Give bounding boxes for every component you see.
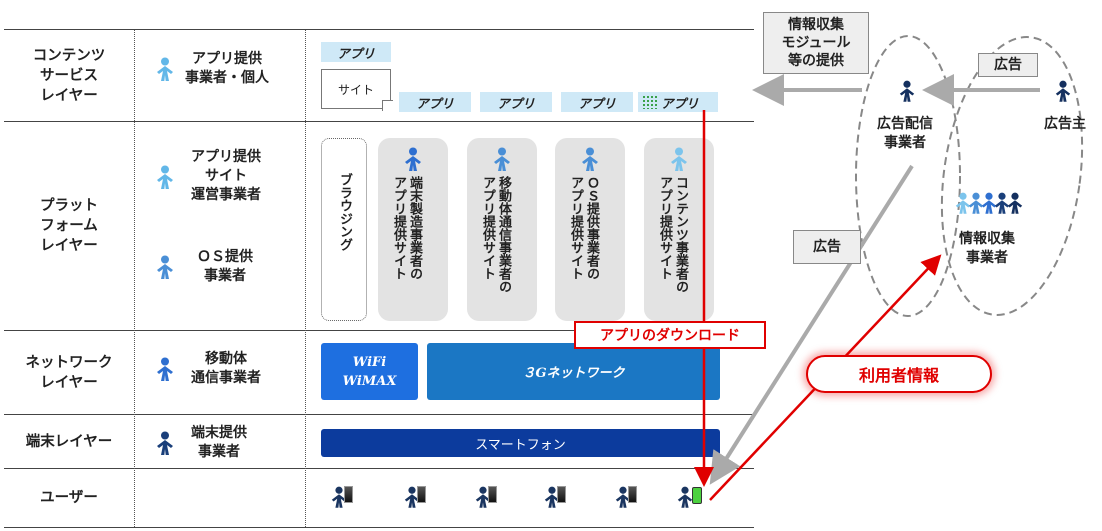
info-collector-label: 情報収集 事業者	[959, 231, 1015, 266]
wifi-wimax-box: WiFi WiMAX	[321, 343, 418, 400]
user-3	[474, 486, 497, 512]
user-info-label: 利用者情報	[806, 355, 992, 393]
user-5	[614, 486, 637, 512]
app-label-3: アプリ	[561, 92, 633, 112]
grid-top-line	[4, 29, 754, 30]
layer-label-network: ネットワーク レイヤー	[25, 354, 113, 391]
grid-line-2	[4, 330, 754, 331]
divider-dotted-2	[305, 30, 306, 527]
grid-bottom-line	[4, 527, 754, 528]
app-download-label: アプリのダウンロード	[574, 321, 766, 349]
person-icon	[898, 80, 916, 102]
phone-icon	[488, 486, 497, 503]
grid-line-4	[4, 468, 754, 469]
person-icon	[155, 165, 175, 189]
app-site-column-1	[378, 138, 448, 321]
ad-label-top: 広告	[978, 53, 1038, 77]
phone-icon	[692, 487, 702, 504]
layer-label-user: ユーザー	[40, 490, 98, 506]
actor-mobile-carrier: 移動体 通信事業者	[155, 350, 261, 388]
grid-icon	[642, 95, 658, 109]
app-site-column-3	[555, 138, 625, 321]
phone-icon	[628, 486, 637, 503]
phone-icon	[344, 486, 353, 503]
actor-label: ＯＳ提供 事業者	[197, 249, 253, 284]
column-label-1: 端末製造事業者の アプリ提供サイト	[391, 176, 422, 280]
person-icon	[155, 57, 175, 81]
actor-label: 移動体 通信事業者	[191, 351, 261, 386]
actor-device-provider: 端末提供 事業者	[155, 424, 247, 462]
app-label-2: アプリ	[480, 92, 552, 112]
ad-label-mid: 広告	[793, 230, 861, 264]
column-label-3: ＯＳ提供事業者の アプリ提供サイト	[568, 176, 599, 280]
actor-label: アプリ提供 サイト 運営事業者	[191, 149, 261, 203]
3g-network-box: ３Gネットワーク	[427, 343, 720, 400]
person-icon	[669, 147, 689, 171]
app-label-4: アプリ	[638, 92, 718, 112]
app-label-text: アプリ	[661, 95, 699, 111]
grid-line-1	[4, 121, 754, 122]
actor-label: アプリ提供 事業者・個人	[185, 51, 269, 86]
actor-site-operator: アプリ提供 サイト 運営事業者	[155, 148, 261, 205]
divider-dotted-1	[134, 30, 135, 527]
advertiser-label: 広告主	[1044, 116, 1086, 132]
column-label-2: 移動体通信事業者の アプリ提供サイト	[480, 176, 511, 293]
browsing-label: ブラウジング	[337, 173, 352, 251]
smartphone-bar: スマートフォン	[321, 429, 720, 457]
layer-label-device: 端末レイヤー	[25, 433, 113, 450]
app-label-top: アプリ	[321, 42, 391, 62]
layer-label-platform: プラット フォーム レイヤー	[40, 198, 98, 254]
phone-icon	[417, 486, 426, 503]
browsing-box: ブラウジング	[321, 138, 367, 321]
grid-line-3	[4, 414, 754, 415]
actor-content-provider: アプリ提供 事業者・個人	[155, 50, 269, 88]
user-4	[543, 486, 566, 512]
phone-icon	[557, 486, 566, 503]
person-icon	[155, 357, 175, 381]
collector-group-icon	[954, 192, 1034, 218]
person-icon	[403, 147, 423, 171]
app-label-1: アプリ	[399, 92, 471, 112]
app-site-column-4	[644, 138, 714, 321]
user-1	[330, 486, 353, 512]
person-icon	[1006, 192, 1024, 214]
site-page: サイト	[321, 69, 391, 109]
ad-distributor-ellipse	[855, 35, 961, 317]
user-6	[676, 486, 702, 512]
ad-distributor-label: 広告配信 事業者	[877, 116, 933, 151]
module-provision-box: 情報収集 モジュール 等の提供	[763, 12, 869, 74]
person-icon	[155, 255, 175, 279]
person-icon	[492, 147, 512, 171]
layer-label-content: コンテンツ サービス レイヤー	[32, 47, 106, 104]
app-site-column-2	[467, 138, 537, 321]
person-icon	[1054, 80, 1072, 102]
actor-label: 端末提供 事業者	[191, 425, 247, 460]
person-icon	[155, 431, 175, 455]
user-2	[403, 486, 426, 512]
column-label-4: コンテンツ事業者の アプリ提供サイト	[657, 176, 688, 293]
actor-os-provider: ＯＳ提供 事業者	[155, 248, 253, 286]
person-icon	[580, 147, 600, 171]
site-page-fold	[382, 100, 393, 111]
